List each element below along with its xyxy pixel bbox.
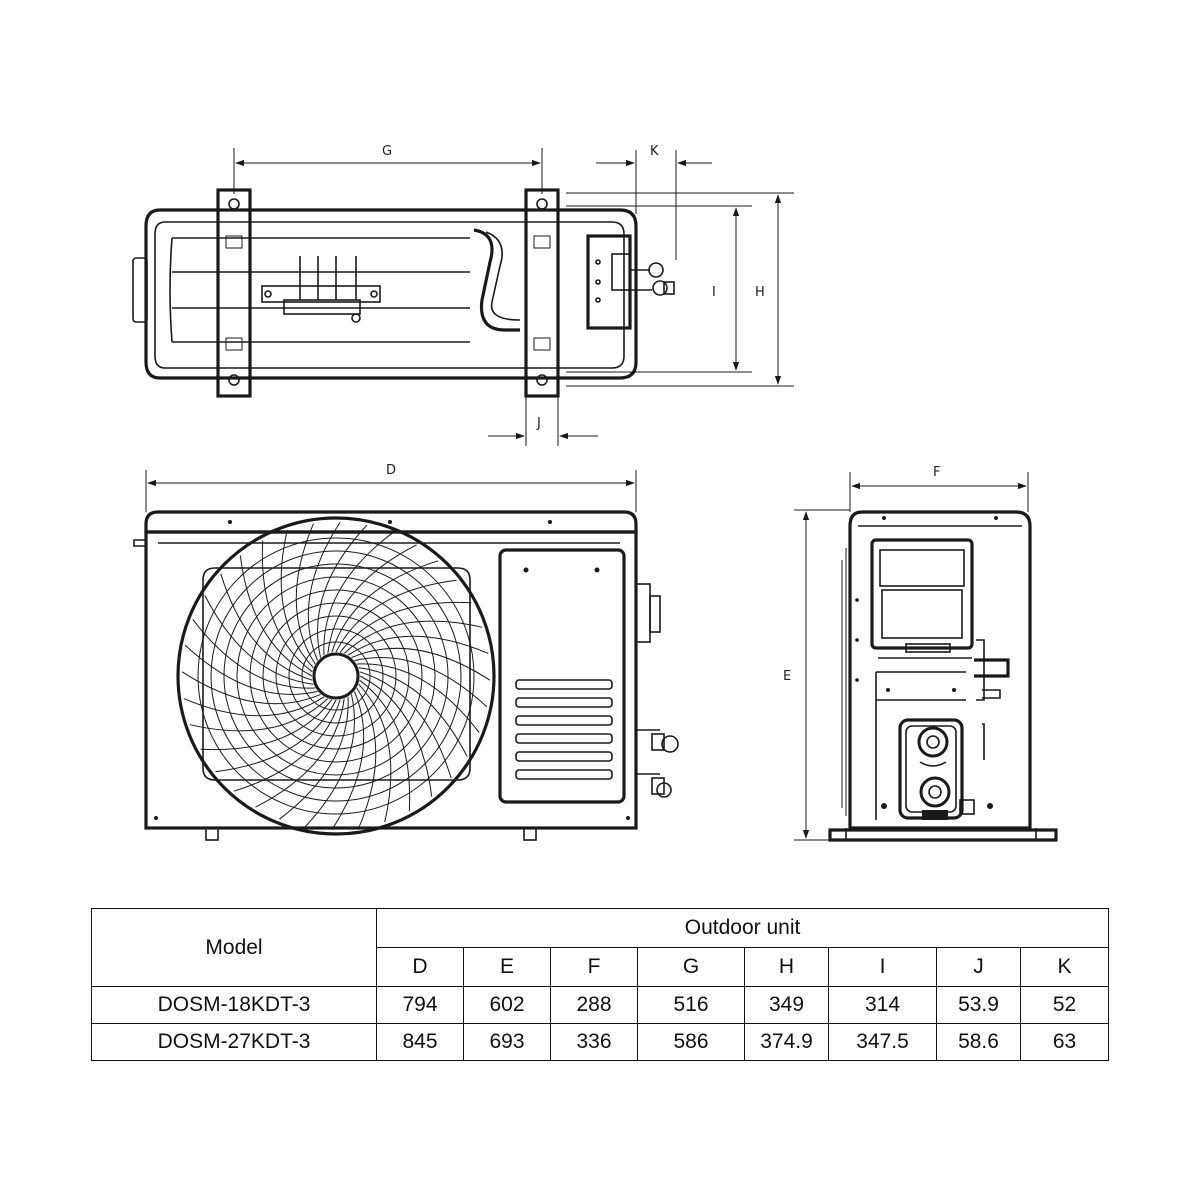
model-header: Model: [91, 908, 377, 987]
value-cell: 336: [550, 1023, 638, 1061]
side-view: F E: [783, 465, 1058, 842]
value-cell: 602: [463, 986, 551, 1024]
dim-label-j: J: [536, 416, 541, 431]
dimension-table: Model Outdoor unit D E F G H I J K DOSM-…: [91, 908, 1110, 1061]
column-header: K: [1019, 947, 1110, 987]
dim-label-f: F: [933, 465, 940, 480]
column-header: D: [376, 947, 464, 987]
column-header: E: [463, 947, 551, 987]
dim-label-k: K: [650, 144, 659, 159]
value-cell: 58.6: [936, 1023, 1021, 1061]
model-cell: DOSM-27KDT-3: [91, 1023, 377, 1061]
table-row: DOSM-18KDT-3 794 602 288 516 349 314 53.…: [91, 986, 1110, 1024]
value-cell: 349: [744, 986, 829, 1024]
column-header: I: [828, 947, 937, 987]
top-view: G K I H J: [132, 144, 794, 446]
value-cell: 63: [1019, 1023, 1110, 1061]
dim-label-i: I: [712, 285, 716, 300]
column-header: J: [936, 947, 1021, 987]
column-header: H: [744, 947, 829, 987]
value-cell: 586: [637, 1023, 745, 1061]
value-cell: 347.5: [828, 1023, 937, 1061]
dim-label-g: G: [382, 144, 392, 159]
value-cell: 693: [463, 1023, 551, 1061]
value-cell: 53.9: [936, 986, 1021, 1024]
outdoor-unit-header: Outdoor unit: [375, 908, 1110, 948]
column-header: F: [550, 947, 638, 987]
model-cell: DOSM-18KDT-3: [91, 986, 377, 1024]
value-cell: 288: [550, 986, 638, 1024]
dim-label-d: D: [386, 463, 396, 478]
front-view: D: [133, 463, 679, 841]
dim-label-h: H: [755, 285, 765, 300]
fan-grille: [181, 521, 491, 831]
dim-label-e: E: [783, 669, 791, 684]
column-header: G: [637, 947, 745, 987]
value-cell: 374.9: [744, 1023, 829, 1061]
value-cell: 52: [1019, 986, 1110, 1024]
value-cell: 794: [376, 986, 464, 1024]
table-row: DOSM-27KDT-3 845 693 336 586 374.9 347.5…: [91, 1023, 1110, 1061]
value-cell: 314: [828, 986, 937, 1024]
technical-drawing: G K I H J D: [132, 144, 1058, 842]
value-cell: 516: [637, 986, 745, 1024]
value-cell: 845: [376, 1023, 464, 1061]
